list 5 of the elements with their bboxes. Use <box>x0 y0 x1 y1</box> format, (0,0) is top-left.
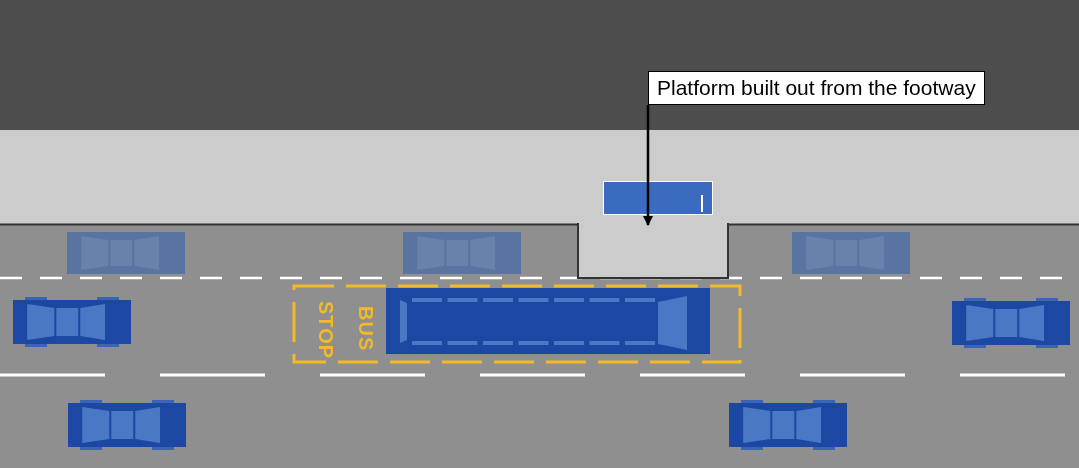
bus-platform <box>577 223 729 279</box>
callout-label: Platform built out from the footway <box>648 71 985 105</box>
road-marking-text: BUS <box>356 306 376 352</box>
leader-line <box>643 105 653 226</box>
road-marking-text: STOP <box>316 301 336 360</box>
